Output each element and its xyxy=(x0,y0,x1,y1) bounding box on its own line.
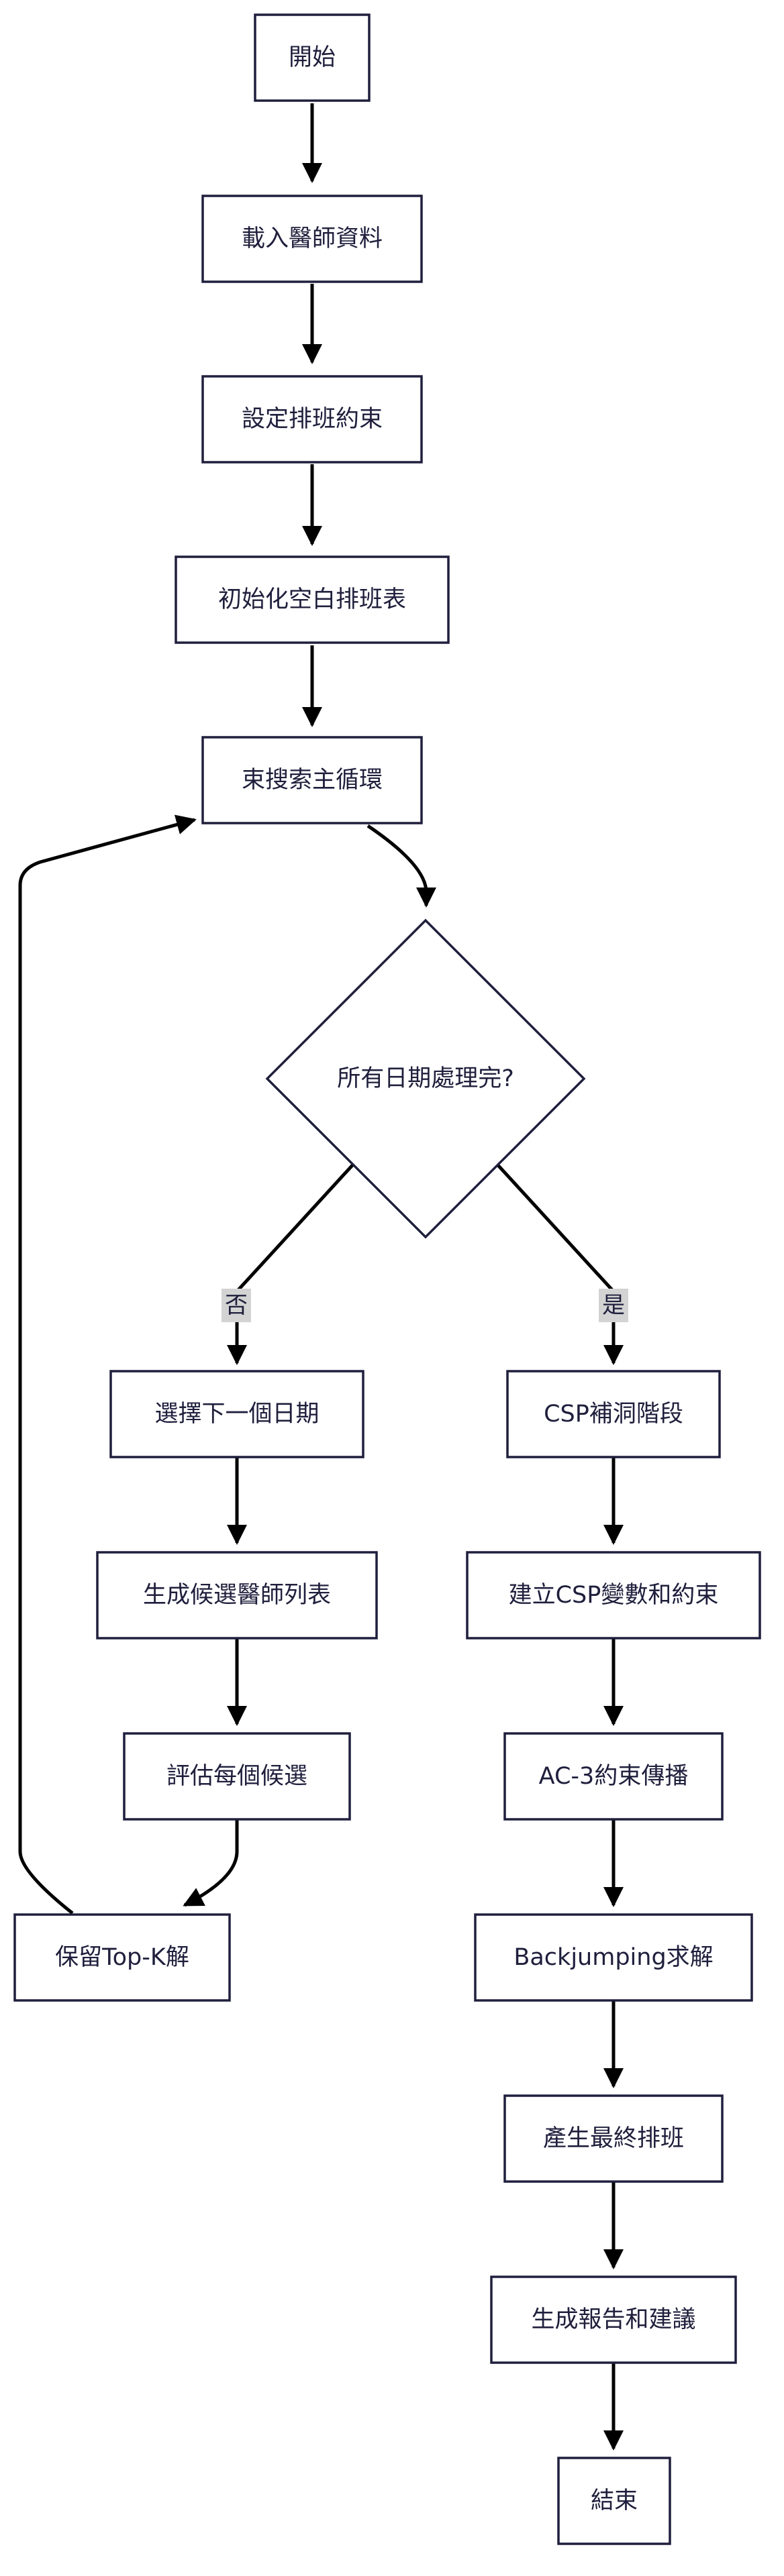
node-keep-topk-label: 保留Top-K解 xyxy=(55,1944,189,1971)
node-load-doctors: 載入醫師資料 xyxy=(201,195,423,283)
node-start-label: 開始 xyxy=(289,44,336,71)
node-ac3-label: AC-3約束傳播 xyxy=(539,1763,689,1790)
node-beam-loop: 束搜索主循環 xyxy=(201,736,423,824)
node-report: 生成報告和建議 xyxy=(490,2275,737,2364)
edge-decision-to-select-no xyxy=(227,1164,354,1365)
node-ac3: AC-3約束傳播 xyxy=(503,1732,724,1821)
edge-label-no: 否 xyxy=(222,1289,251,1322)
node-generate-candidates-label: 生成候選醫師列表 xyxy=(143,1582,331,1609)
edge-label-no-text: 否 xyxy=(225,1292,248,1319)
node-set-constraints-label: 設定排班約束 xyxy=(242,406,383,433)
node-build-csp-label: 建立CSP變數和約束 xyxy=(509,1582,719,1609)
node-evaluate-candidates-label: 評估每個候選 xyxy=(166,1763,307,1790)
node-final-schedule: 產生最終排班 xyxy=(503,2094,724,2183)
edge-evaluate-to-topk xyxy=(183,1819,239,1907)
edge-label-yes-text: 是 xyxy=(602,1292,625,1319)
node-csp-phase: CSP補洞階段 xyxy=(506,1370,721,1458)
node-init-schedule-label: 初始化空白排班表 xyxy=(218,586,406,613)
node-load-doctors-label: 載入醫師資料 xyxy=(242,225,383,252)
node-start: 開始 xyxy=(254,13,371,102)
node-build-csp: 建立CSP變數和約束 xyxy=(466,1551,761,1640)
edge-loop-to-decision xyxy=(366,824,436,908)
node-evaluate-candidates: 評估每個候選 xyxy=(123,1732,351,1821)
node-beam-loop-label: 束搜索主循環 xyxy=(242,767,383,794)
edge-decision-to-csp-yes xyxy=(497,1164,624,1365)
node-final-schedule-label: 產生最終排班 xyxy=(543,2125,684,2152)
node-report-label: 生成報告和建議 xyxy=(531,2306,695,2333)
node-generate-candidates: 生成候選醫師列表 xyxy=(96,1551,378,1640)
node-init-schedule: 初始化空白排班表 xyxy=(175,555,450,644)
node-decision-label: 所有日期處理完? xyxy=(337,1065,514,1092)
edge-topk-to-loop xyxy=(18,814,197,1915)
node-end: 結束 xyxy=(557,2457,671,2545)
node-select-next-date: 選擇下一個日期 xyxy=(109,1370,364,1458)
node-keep-topk: 保留Top-K解 xyxy=(13,1913,231,2002)
node-csp-phase-label: CSP補洞階段 xyxy=(544,1401,683,1428)
node-backjumping-label: Backjumping求解 xyxy=(513,1944,713,1971)
edge-label-yes: 是 xyxy=(599,1289,628,1322)
node-backjumping: Backjumping求解 xyxy=(474,1913,753,2002)
node-select-next-date-label: 選擇下一個日期 xyxy=(154,1401,319,1428)
node-end-label: 結束 xyxy=(591,2487,638,2514)
node-decision-all-dates: 所有日期處理完? xyxy=(265,918,586,1239)
node-set-constraints: 設定排班約束 xyxy=(201,375,423,464)
